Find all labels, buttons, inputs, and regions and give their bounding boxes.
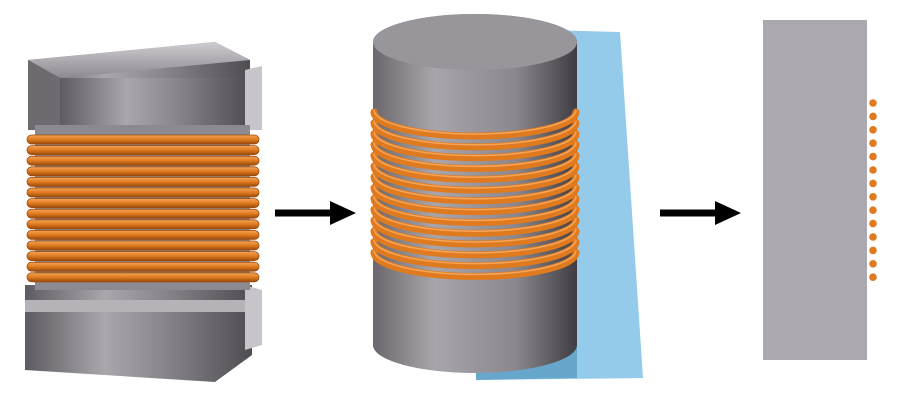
winding-turn [370,162,580,194]
coil-section-dot [869,219,877,228]
winding-highlight [373,196,577,222]
winding-turn [26,219,260,230]
coil-section-dot [869,126,877,134]
coil-section-dot [869,206,877,214]
coil-section-dot [869,139,877,147]
bottom-flange [25,285,262,382]
winding-turn [370,205,580,237]
winding-turn [26,145,260,156]
winding-turn [26,187,260,198]
winding-turn [26,240,260,251]
winding-turn [370,216,580,248]
coil-section-dot [869,260,877,268]
winding-turn [370,151,580,183]
winding-turn [370,130,580,162]
winding-highlight [373,131,577,157]
core-inductor-panel [25,42,262,382]
winding-highlight [373,207,577,232]
winding-turn [370,108,580,140]
winding-turn [26,166,260,177]
section-panel [763,20,877,360]
coil-section-dot [869,112,877,121]
winding-turn [26,272,260,283]
winding-highlight [373,109,577,135]
winding-highlight [373,239,577,265]
winding-turn [26,261,260,272]
arrow-2 [660,201,741,225]
coil-section-dot [869,246,877,255]
winding-turn [26,155,260,166]
winding-turn [26,229,260,240]
cylinder-body [373,14,577,373]
cylinder-panel [370,14,643,380]
top-flange [28,42,262,130]
coil-cross-section-dots [869,99,877,282]
coil-section-dot [869,166,877,174]
winding-highlight [373,250,577,276]
winding-turn [370,248,580,280]
winding-highlight [373,217,577,243]
winding-highlight [373,142,577,168]
winding-turn [26,251,260,262]
winding-turn [26,134,260,145]
winding-turn [26,176,260,187]
winding-turn [370,119,580,151]
cylinder-top [373,14,577,70]
winding-highlight [373,163,577,189]
winding-highlight [373,228,577,254]
coil-winding [26,134,260,283]
section-rectangle [763,20,867,360]
winding-turn [26,208,260,219]
winding-turn [370,173,580,205]
winding-highlight [373,185,577,211]
winding-turn [370,194,580,226]
winding-turn [370,227,580,259]
coil-section-dot [869,193,877,201]
winding-turn [370,184,580,216]
coil-section-dot [869,99,877,107]
winding-turn [370,140,580,172]
winding-turn [370,238,580,270]
winding-turn [26,198,260,209]
coil-section-dot [869,273,877,282]
coil-winding [370,108,580,280]
coil-section-dot [869,233,877,241]
coil-section-dot [869,179,877,188]
winding-highlight [373,174,577,200]
arrow-1 [275,201,356,225]
winding-highlight [373,120,577,146]
winding-highlight [373,153,577,178]
coil-section-dot [869,152,877,161]
